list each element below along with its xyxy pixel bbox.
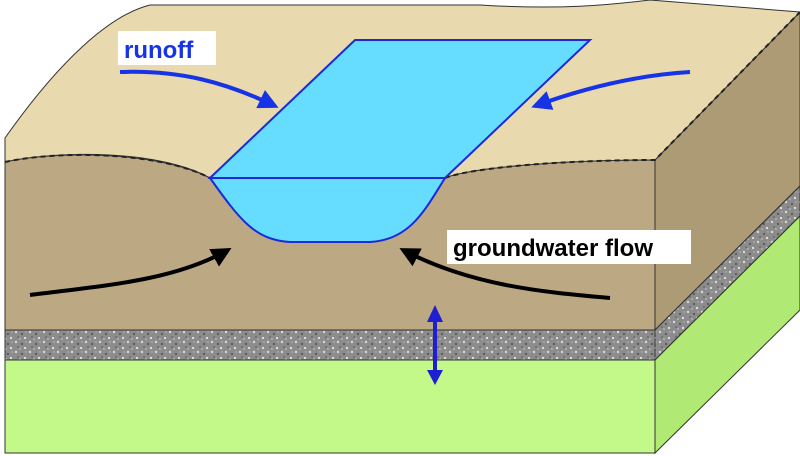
exchange-double-arrow-icon [427, 305, 443, 385]
groundwater-flow-label-text: groundwater flow [453, 235, 653, 262]
groundwater-arrow-right [399, 248, 611, 300]
front-bedrock-layer [4, 359, 656, 454]
front-gravel-layer [4, 329, 656, 361]
stream-channel-water [208, 177, 447, 243]
soil-horizon-dashed-line [4, 11, 800, 179]
groundwater-arrow-left [29, 248, 232, 297]
runoff-label-text: runoff [124, 37, 194, 64]
runoff-arrow-right [531, 70, 691, 110]
runoff-label: runoff [118, 31, 216, 65]
groundwater-flow-label: groundwater flow [447, 230, 691, 264]
runoff-arrow-left [119, 69, 279, 109]
